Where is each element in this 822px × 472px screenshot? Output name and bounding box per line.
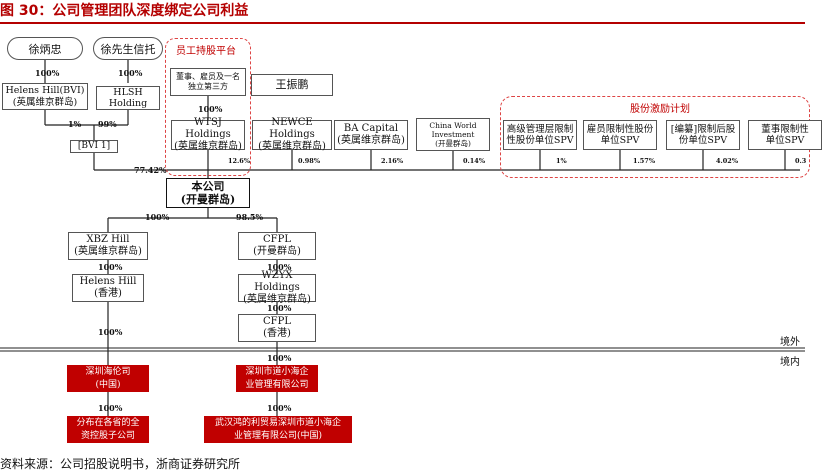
- pct-cfpl-hk-xiaohai: 100%: [267, 353, 292, 363]
- restricted-spv-box: [编纂]限制后股 份单位SPV: [666, 120, 740, 150]
- pct-wtsj: 12.6%: [228, 157, 251, 165]
- pct-spv3: 4.02%: [716, 157, 739, 165]
- connector-lines: [0, 60, 805, 416]
- bvi1-box: [BVI 1]: [70, 140, 118, 153]
- pct-spv1: 1%: [556, 157, 567, 165]
- xbz-hill-box: XBZ Hill (英属维京群岛): [68, 232, 148, 260]
- figure-title: 图 30：公司管理团队深度绑定公司利益: [0, 3, 249, 19]
- pct-bvi1-company: 77.42%: [134, 165, 167, 175]
- cfpl-cayman-box: CFPL (开曼群岛): [238, 232, 316, 260]
- pct-spv2: 1.57%: [633, 157, 656, 165]
- pct-directors-wtsj: 100%: [198, 104, 223, 114]
- employee-spv-box: 雇员限制性股份 单位SPV: [583, 120, 657, 150]
- wuhan-subsidiary-box: 武汉鸿的利贸易深圳市道小海企 业管理有限公司(中国): [204, 416, 352, 443]
- company-box: 本公司 (开曼群岛): [166, 178, 250, 208]
- pct-helens-hk-hailun: 100%: [98, 327, 123, 337]
- cfpl-hk-box: CFPL (香港): [238, 314, 316, 342]
- provincial-subsidiaries-box: 分布在各省的全 资控股子公司: [67, 416, 149, 443]
- pct-newce: 0.98%: [298, 157, 321, 165]
- directors-employees-box: 董事、雇员及一名 独立第三方: [170, 68, 246, 96]
- director-spv-box: 董事限制性 单位SPV: [748, 120, 822, 150]
- onshore-label: 境内: [780, 357, 800, 368]
- ba-capital-box: BA Capital (英属维京群岛): [334, 120, 408, 150]
- employee-platform-frame: [165, 38, 251, 176]
- source-note: 资料来源：公司招股说明书，浙商证券研究所: [0, 457, 241, 471]
- pct-xbz-helens-hk: 100%: [98, 262, 123, 272]
- shenzhen-hailun-box: 深圳海伦司 (中国): [67, 365, 149, 392]
- person-xu-bingzhong: 徐炳忠: [7, 37, 83, 60]
- pct-xu-helens: 100%: [35, 68, 60, 78]
- pct-company-xbz: 100%: [145, 212, 170, 222]
- pct-trust-hlsh: 100%: [118, 68, 143, 78]
- employee-platform-title: 员工持股平台: [176, 46, 236, 57]
- pct-hlsh-bvi1: 99%: [98, 119, 117, 129]
- pct-hailun-dist: 100%: [98, 403, 123, 413]
- pct-cfpl-wzyx: 100%: [267, 262, 292, 272]
- shenzhen-xiaohai-box: 深圳市道小海企 业管理有限公司: [236, 365, 318, 392]
- pct-company-cfpl: 98.5%: [236, 212, 264, 222]
- title-rule: [0, 22, 805, 24]
- incentive-plan-title: 股份激励计划: [630, 104, 690, 115]
- wzyx-holdings-box: WZYX Holdings (英属维京群岛): [238, 270, 316, 305]
- wang-zhenpeng-box: 王振鹏: [251, 74, 333, 96]
- helens-hill-hk-box: Helens Hill (香港): [72, 274, 144, 302]
- pct-ba-capital: 2.16%: [381, 157, 404, 165]
- helens-hill-bvi-box: Helens Hill(BVI) (英属维京群岛): [2, 83, 88, 110]
- hlsh-holding-box: HLSH Holding: [96, 86, 160, 110]
- pct-helens-bvi1: 1%: [68, 119, 82, 129]
- pct-spv4: 0.3: [795, 157, 807, 165]
- pct-wzyx-cfpl-hk: 100%: [267, 303, 292, 313]
- newce-holdings-box: NEWCE Holdings (英属维京群岛): [252, 117, 332, 152]
- xu-family-trust: 徐先生信托: [93, 37, 163, 60]
- senior-mgmt-spv-box: 高级管理层限制 性股份单位SPV: [503, 120, 577, 150]
- wtsj-holdings-box: WTSJ Holdings (英属维京群岛): [171, 117, 245, 152]
- pct-xiaohai-wuhan: 100%: [267, 403, 292, 413]
- pct-china-world: 0.14%: [463, 157, 486, 165]
- offshore-label: 境外: [780, 337, 800, 348]
- china-world-box: China World Investment (开曼群岛): [416, 118, 490, 151]
